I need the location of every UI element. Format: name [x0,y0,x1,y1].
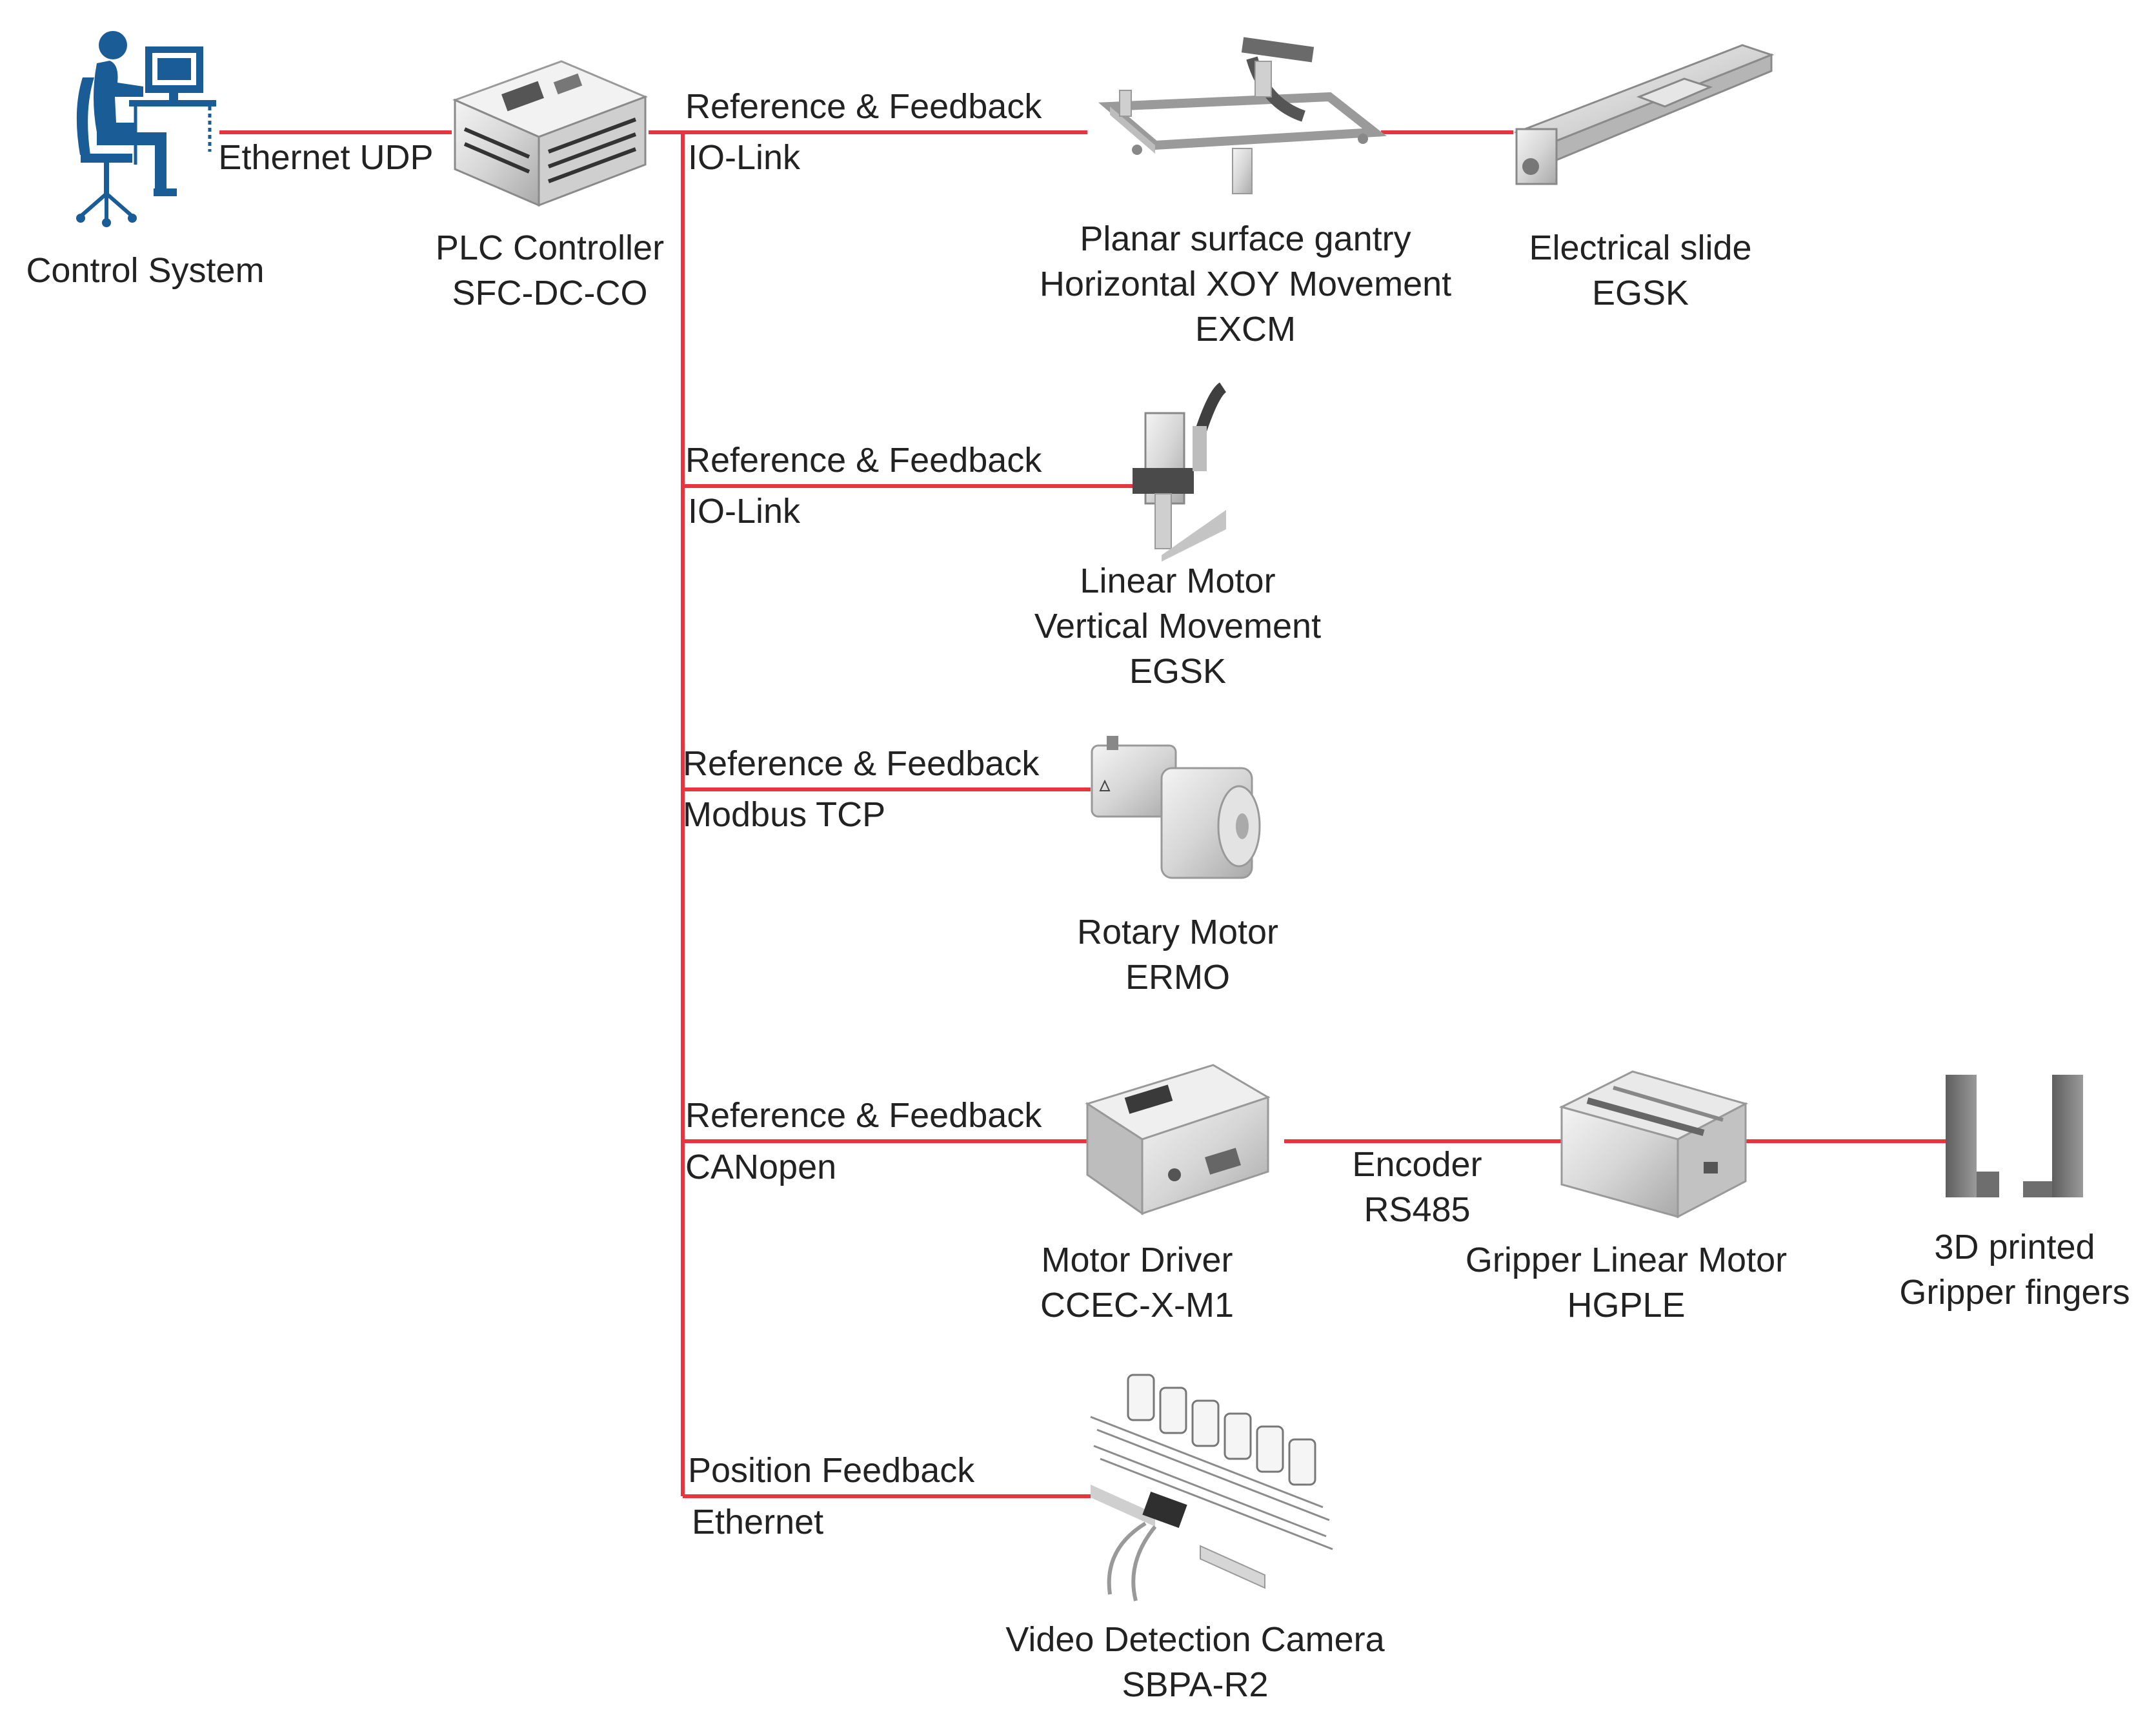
branch-3-signal-label: Reference & Feedback [683,744,1040,783]
slide-label-name: Electrical slide [1529,229,1751,267]
rotary-motor-label-model: ERMO [1125,958,1230,997]
wiring [219,130,1949,1498]
branch-1-protocol-label: IO-Link [688,138,801,177]
branch-4-signal-label: Reference & Feedback [685,1096,1042,1135]
branch-4-protocol-label: CANopen [685,1148,836,1186]
gantry-label-movement: Horizontal XOY Movement [1040,265,1451,303]
plc-controller-icon [452,60,649,207]
operator-at-computer-icon [76,31,216,227]
linear-motor-label-name: Linear Motor [1080,562,1275,600]
electrical-slide-icon [1514,44,1775,185]
gripper-motor-icon [1558,1070,1749,1219]
branch-3-protocol-label: Modbus TCP [683,795,885,834]
camera-label-name: Video Detection Camera [1005,1620,1385,1659]
fingers-label-line2: Gripper fingers [1899,1273,2130,1312]
branch-5-signal-label: Position Feedback [688,1451,975,1490]
fingers-label-line1: 3D printed [1934,1228,2095,1266]
ethernet-udp-label: Ethernet UDP [218,138,433,177]
motor-driver-icon [1085,1064,1271,1215]
gantry-label-model: EXCM [1195,310,1296,349]
planar-gantry-icon [1098,37,1387,194]
gantry-label-name: Planar surface gantry [1080,219,1411,258]
linear-motor-label-model: EGSK [1129,652,1226,691]
rotary-motor-icon [1091,736,1261,879]
branch-2-protocol-label: IO-Link [688,492,801,531]
branch-5-protocol-label: Ethernet [692,1503,823,1541]
branch-1-signal-label: Reference & Feedback [685,87,1042,126]
motor-driver-label-name: Motor Driver [1041,1241,1233,1279]
slide-label-model: EGSK [1592,274,1689,312]
control-system-label: Control System [26,251,264,290]
gripper-fingers-icon [1946,1075,2083,1197]
plc-label-name: PLC Controller [436,229,664,267]
rs485-label: RS485 [1364,1190,1470,1229]
branch-2-signal-label: Reference & Feedback [685,441,1042,480]
gripper-label-name: Gripper Linear Motor [1466,1241,1787,1279]
linear-motor-icon [1133,382,1227,562]
rotary-motor-label-name: Rotary Motor [1077,913,1278,951]
plc-label-model: SFC-DC-CO [452,274,648,312]
gripper-label-model: HGPLE [1567,1286,1685,1325]
motor-driver-label-model: CCEC-X-M1 [1040,1286,1234,1325]
video-camera-icon [1090,1374,1333,1601]
camera-label-model: SBPA-R2 [1122,1665,1268,1704]
encoder-label: Encoder [1352,1145,1482,1184]
linear-motor-label-movement: Vertical Movement [1034,607,1321,645]
